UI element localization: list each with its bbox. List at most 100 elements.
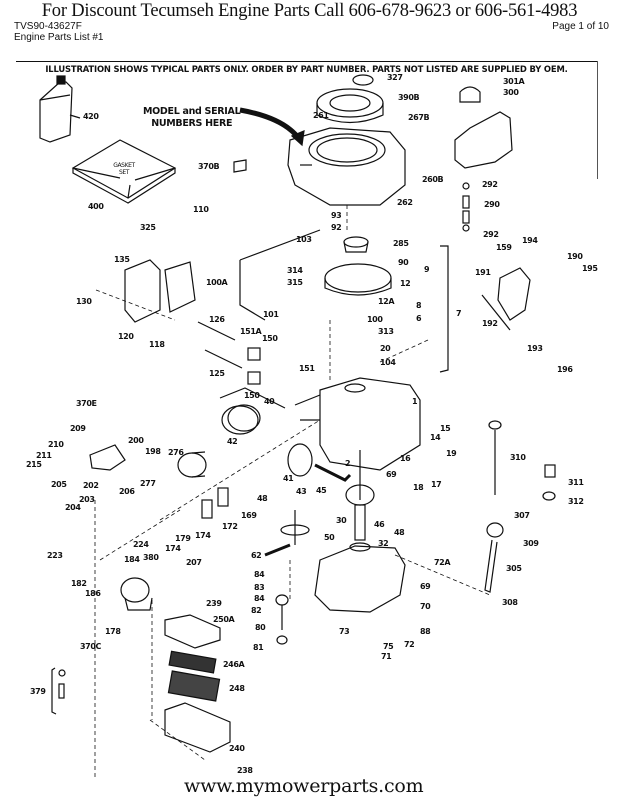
pre-filter-part[interactable]	[168, 650, 217, 674]
part-label[interactable]: 224	[133, 540, 149, 549]
part-label[interactable]: 311	[568, 478, 584, 487]
part-label[interactable]: 262	[397, 198, 413, 207]
part-label[interactable]: 72	[404, 640, 415, 649]
part-label[interactable]: 210	[48, 440, 64, 449]
part-label[interactable]: 90	[398, 258, 409, 267]
part-label[interactable]: 18	[413, 483, 424, 492]
part-label[interactable]: 120	[118, 332, 134, 341]
part-label[interactable]: 184	[124, 555, 140, 564]
part-label[interactable]: 104	[380, 358, 396, 367]
part-label[interactable]: 305	[506, 564, 522, 573]
part-label[interactable]: 159	[496, 243, 512, 252]
governor-gear-part[interactable]	[280, 510, 310, 545]
part-label[interactable]: 73	[339, 627, 350, 636]
part-label[interactable]: 390B	[398, 93, 420, 102]
valve-spring-part[interactable]	[247, 347, 261, 361]
part-label[interactable]: 191	[475, 268, 491, 277]
part-label[interactable]: 250A	[213, 615, 235, 624]
part-label[interactable]: 100	[367, 315, 383, 324]
part-label[interactable]: 81	[253, 643, 264, 652]
part-label[interactable]: 310	[510, 453, 526, 462]
part-label[interactable]: 202	[83, 481, 99, 490]
connecting-rod-part[interactable]	[314, 463, 352, 482]
part-label[interactable]: 8	[416, 301, 422, 310]
recoil-starter-part[interactable]	[316, 74, 384, 124]
part-label[interactable]: 15	[440, 424, 451, 433]
crankshaft-part[interactable]	[345, 450, 375, 541]
valve-part[interactable]	[204, 349, 243, 369]
dipstick-part[interactable]	[488, 420, 502, 495]
exhaust-gasket-part[interactable]	[201, 499, 213, 519]
part-label[interactable]: 80	[255, 623, 266, 632]
part-label[interactable]: 71	[381, 652, 392, 661]
camshaft-part[interactable]	[264, 543, 291, 557]
part-label[interactable]: 260B	[422, 175, 444, 184]
part-label[interactable]: 203	[79, 495, 95, 504]
part-label[interactable]: 45	[316, 486, 327, 495]
oil-fill-tube-part[interactable]	[484, 522, 504, 593]
part-label[interactable]: 267B	[408, 113, 430, 122]
cylinder-head-part[interactable]	[124, 259, 196, 323]
part-label[interactable]: 380	[143, 553, 159, 562]
valve-part[interactable]	[197, 321, 236, 341]
crankcase-cover-part[interactable]	[314, 542, 406, 613]
part-label[interactable]: 1	[412, 397, 418, 406]
part-label[interactable]: 172	[222, 522, 238, 531]
part-label[interactable]: 169	[241, 511, 257, 520]
part-label[interactable]: 40	[264, 397, 275, 406]
part-label[interactable]: 92	[331, 223, 342, 232]
part-label[interactable]: 16	[400, 454, 411, 463]
part-label[interactable]: 182	[71, 579, 87, 588]
part-label[interactable]: 309	[523, 539, 539, 548]
part-label[interactable]: 2	[345, 459, 351, 468]
part-label[interactable]: 277	[140, 479, 156, 488]
part-label[interactable]: 206	[119, 487, 135, 496]
part-label[interactable]: 48	[394, 528, 405, 537]
part-label[interactable]: 223	[47, 551, 63, 560]
part-label[interactable]: 240	[229, 744, 245, 753]
part-label[interactable]: 248	[229, 684, 245, 693]
air-filter-part[interactable]	[167, 670, 221, 702]
part-label[interactable]: 370E	[76, 399, 97, 408]
part-label[interactable]: 204	[65, 503, 81, 512]
part-label[interactable]: 50	[324, 533, 335, 542]
exhaust-gasket-part[interactable]	[217, 487, 229, 507]
part-label[interactable]: 370B	[198, 162, 220, 171]
footer-website[interactable]: www.mymowerparts.com	[184, 775, 424, 797]
part-label[interactable]: 93	[331, 211, 342, 220]
tag-part[interactable]	[233, 159, 247, 173]
part-label[interactable]: 370C	[80, 642, 101, 651]
part-label[interactable]: 62	[251, 551, 262, 560]
part-label[interactable]: 292	[483, 230, 499, 239]
breather-part[interactable]	[542, 464, 556, 501]
part-label[interactable]: 84	[254, 594, 265, 603]
part-label[interactable]: 193	[527, 344, 543, 353]
governor-bracket-part[interactable]	[481, 267, 531, 331]
part-label[interactable]: 200	[128, 436, 144, 445]
part-label[interactable]: 69	[386, 470, 397, 479]
part-label[interactable]: 400	[88, 202, 104, 211]
part-label[interactable]: 325	[140, 223, 156, 232]
part-label[interactable]: 194	[522, 236, 538, 245]
part-label[interactable]: 290	[484, 200, 500, 209]
part-label[interactable]: 84	[254, 570, 265, 579]
part-label[interactable]: 192	[482, 319, 498, 328]
part-label[interactable]: 205	[51, 480, 67, 489]
part-label[interactable]: 174	[165, 544, 181, 553]
part-label[interactable]: 209	[70, 424, 86, 433]
part-label[interactable]: 14	[430, 433, 441, 442]
part-label[interactable]: 174	[195, 531, 211, 540]
part-label[interactable]: 70	[420, 602, 431, 611]
part-label[interactable]: 178	[105, 627, 121, 636]
part-label[interactable]: 300	[503, 88, 519, 97]
part-label[interactable]: 198	[145, 447, 161, 456]
part-label[interactable]: 379	[30, 687, 46, 696]
part-label[interactable]: 46	[374, 520, 385, 529]
part-label[interactable]: 12	[400, 279, 411, 288]
part-label[interactable]: 312	[568, 497, 584, 506]
part-label[interactable]: 9	[424, 265, 430, 274]
engine-block-part[interactable]	[294, 377, 421, 471]
part-label[interactable]: 82	[251, 606, 262, 615]
part-label[interactable]: 308	[502, 598, 518, 607]
fuel-tank-part[interactable]	[454, 86, 513, 169]
